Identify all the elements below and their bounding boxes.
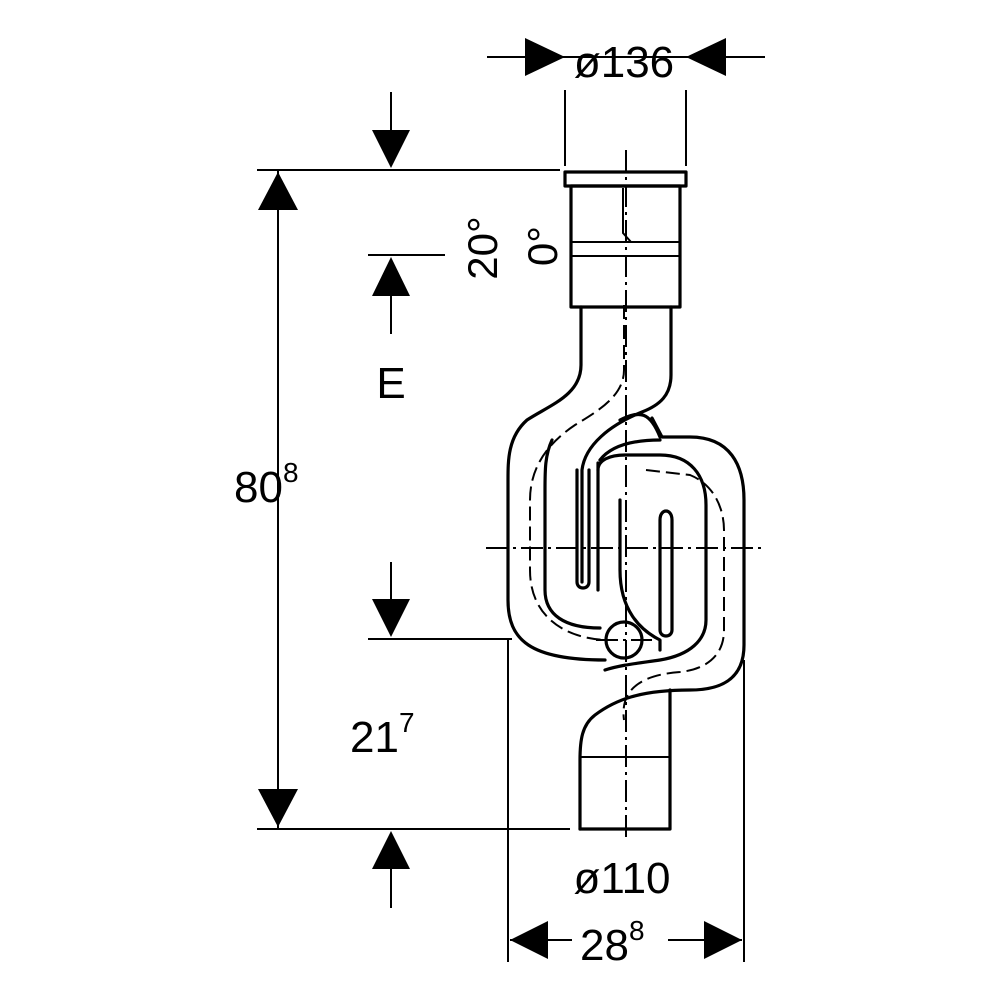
upper-bend-inner-channel — [543, 438, 602, 630]
main-height-dimension: 808 — [234, 169, 570, 830]
lower-loop-flow-dash — [622, 469, 725, 721]
bottom-width-dimension: 288 — [507, 640, 745, 970]
top-dim-arrow-right — [686, 38, 726, 76]
loop-connector — [618, 412, 662, 439]
e-arrow-head — [372, 257, 410, 296]
height-arrow-bottom — [258, 789, 298, 827]
top-dim-arrow-left — [525, 38, 565, 76]
lower-down-arrow-head — [372, 599, 410, 637]
height-arrow-top — [258, 172, 298, 210]
upper-bend-outer-wall — [506, 305, 607, 662]
top-diameter-label: ø136 — [574, 38, 674, 87]
height-main-label: 808 — [234, 457, 299, 512]
width-arrow-left — [510, 921, 548, 959]
lower-loop-inner-wall — [618, 498, 662, 652]
width-bottom-label: 288 — [580, 915, 645, 970]
width-arrow-right — [704, 921, 742, 959]
angle-20-label: 20° — [459, 216, 506, 280]
lower-loop-top-edge — [598, 438, 662, 462]
lower-loop-inner-channel — [596, 453, 708, 672]
socket-seal-line — [622, 188, 632, 243]
upper-slot — [575, 468, 591, 590]
upper-bend-inner-wall — [580, 305, 673, 584]
top-down-arrow-head — [372, 130, 410, 168]
bottom-up-arrow-head — [372, 831, 410, 869]
top-down-arrow — [372, 92, 410, 168]
angle-0-label: 0° — [519, 226, 566, 266]
height-lower-label: 217 — [350, 707, 415, 762]
e-dimension: E — [368, 254, 445, 408]
lower-height-dimension: 217 — [350, 562, 512, 908]
lower-slot — [658, 509, 674, 638]
top-diameter-dimension: ø136 — [487, 38, 765, 166]
upper-bend-flow-dash — [529, 305, 625, 641]
bottom-diameter-label: ø110 — [573, 854, 670, 903]
center-lines — [486, 150, 765, 840]
lower-loop-outer-wall — [578, 416, 746, 831]
e-label: E — [376, 359, 405, 408]
